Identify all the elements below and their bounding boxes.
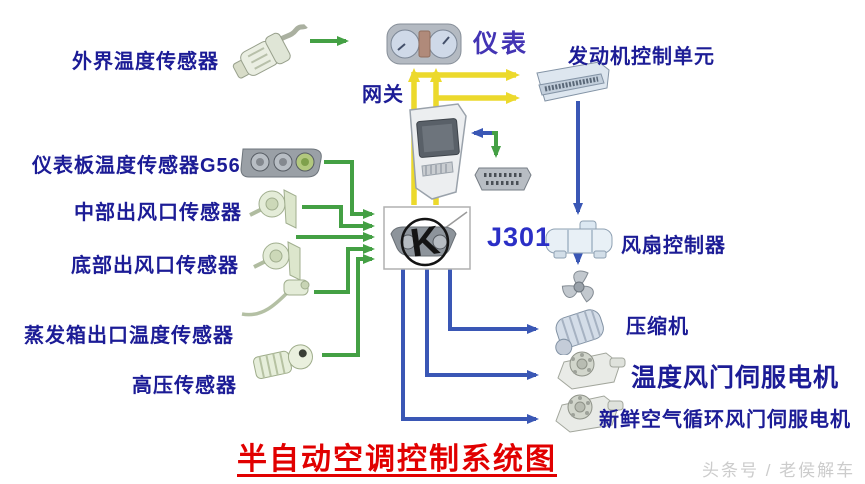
temp-damper-servo-icon — [550, 344, 628, 392]
wire-j301-to-temp-servo — [425, 268, 539, 380]
watermark-text: 头条号 / 老侯解车 — [702, 461, 856, 480]
wire-evaporator-to-j301 — [314, 244, 375, 294]
wire-j301-to-compressor — [448, 268, 539, 334]
fan-controller-icon — [542, 219, 618, 261]
outside-temp-sensor-label: 外界温度传感器 — [72, 51, 219, 73]
j301-control-unit-icon: K — [381, 204, 475, 276]
evaporator-sensor-icon — [240, 276, 314, 318]
instrument-cluster-label: 仪表 — [473, 30, 530, 58]
compressor-icon — [549, 303, 613, 356]
instrument-cluster-icon — [386, 23, 462, 65]
wire-high-pressure-to-j301 — [322, 254, 375, 357]
wire-dash-temp-to-j301 — [324, 160, 375, 219]
ecu-icon — [529, 58, 615, 104]
bottom-vent-sensor-label: 底部出风口传感器 — [71, 255, 239, 277]
dash-temp-sensor-label: 仪表板温度传感器G56 — [32, 155, 241, 177]
fresh-air-servo-icon — [548, 387, 626, 435]
j301-label: J301 — [487, 222, 552, 252]
high-pressure-sensor-icon — [248, 340, 324, 382]
engine-control-unit-label: 发动机控制单元 — [568, 46, 715, 68]
svg-text:K: K — [408, 218, 443, 266]
wire-j301-to-fresh-air-servo — [401, 268, 539, 424]
fan-icon — [558, 266, 600, 308]
dash-temp-sensor-icon — [237, 145, 325, 181]
bottom-vent-sensor-icon — [252, 237, 308, 287]
diagram-title: 半自动空调控制系统图 — [237, 443, 557, 476]
fan-controller-label: 风扇控制器 — [621, 235, 726, 257]
compressor-label: 压缩机 — [626, 316, 689, 338]
obd-connector-icon — [472, 164, 534, 194]
gateway-label: 网关 — [362, 84, 404, 106]
fresh-air-damper-servo-label: 新鲜空气循环风门伺服电机 — [599, 409, 851, 431]
center-vent-sensor-label: 中部出风口传感器 — [74, 202, 242, 224]
outside-temp-sensor-icon — [224, 22, 308, 80]
gateway-icon — [394, 102, 472, 202]
high-pressure-sensor-label: 高压传感器 — [132, 375, 237, 397]
wire-center-vent-to-j301 — [302, 205, 375, 231]
evaporator-outlet-temp-sensor-label: 蒸发箱出口温度传感器 — [24, 325, 234, 347]
temp-damper-servo-label: 温度风门伺服电机 — [631, 364, 840, 392]
center-vent-sensor-icon — [248, 185, 304, 235]
wire-gateway-to-obd — [491, 131, 501, 158]
